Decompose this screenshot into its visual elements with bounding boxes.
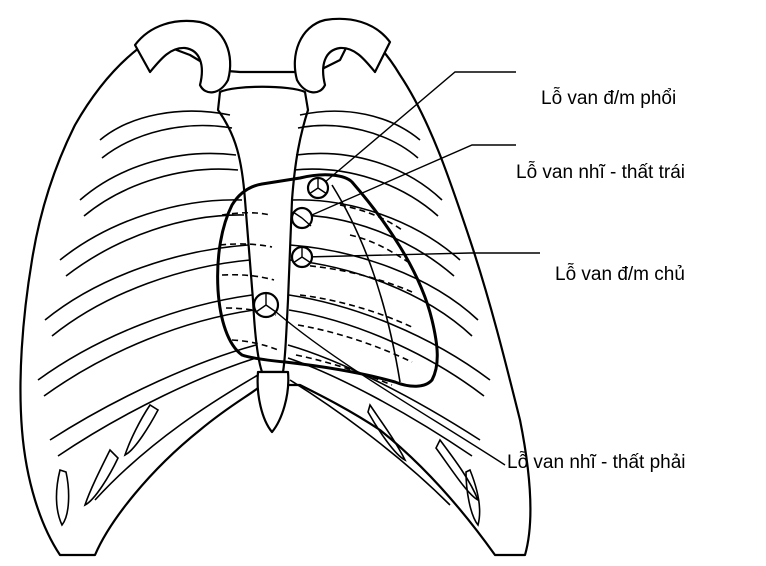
aortic-valve-label: Lỗ van đ/m chủ: [555, 264, 685, 286]
mitral-valve-label: Lỗ van nhĩ - thất trái: [516, 162, 685, 184]
tricuspid-valve-icon: [254, 293, 278, 317]
tricuspid-valve-label: Lỗ van nhĩ - thất phải: [507, 452, 686, 474]
pulmonary-valve-label: Lỗ van đ/m phổi: [541, 88, 676, 110]
mitral-valve-icon: [292, 208, 312, 228]
pulmonary-valve-icon: [308, 178, 328, 198]
aortic-valve-icon: [292, 247, 312, 267]
xiphoid-process: [258, 372, 289, 432]
